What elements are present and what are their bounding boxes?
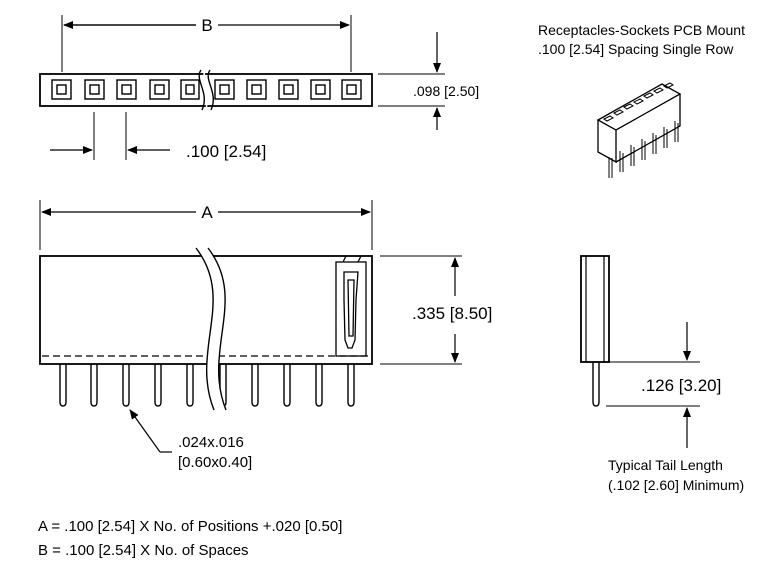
- body-height-label: .335 [8.50]: [412, 304, 492, 323]
- b-dimension-label: B: [201, 16, 212, 35]
- side-view: [580, 255, 700, 448]
- tail-note-line-2: (.102 [2.60] Minimum): [608, 477, 745, 493]
- tail-length-label: .126 [3.20]: [641, 376, 721, 395]
- title-line-1: Receptacles-Sockets PCB Mount: [538, 22, 745, 38]
- title-line-2: .100 [2.54] Spacing Single Row: [538, 41, 734, 57]
- top-view: [39, 15, 445, 160]
- a-dimension-label: A: [201, 203, 213, 222]
- height-top-label: .098 [2.50]: [413, 83, 479, 99]
- pitch-label: .100 [2.54]: [186, 142, 266, 161]
- formula-a: A = .100 [2.54] X No. of Positions +.020…: [38, 518, 343, 535]
- pin-size-label-2: [0.60x0.40]: [178, 454, 252, 471]
- front-view: [39, 200, 462, 453]
- contact-detail: [335, 255, 367, 357]
- pin-size-label-1: .024x.016: [178, 434, 244, 451]
- tail-note-line-1: Typical Tail Length: [608, 457, 723, 473]
- formula-b: B = .100 [2.54] X No. of Spaces: [38, 542, 249, 559]
- pin-squares: [51, 79, 362, 100]
- isometric-part: [596, 82, 682, 178]
